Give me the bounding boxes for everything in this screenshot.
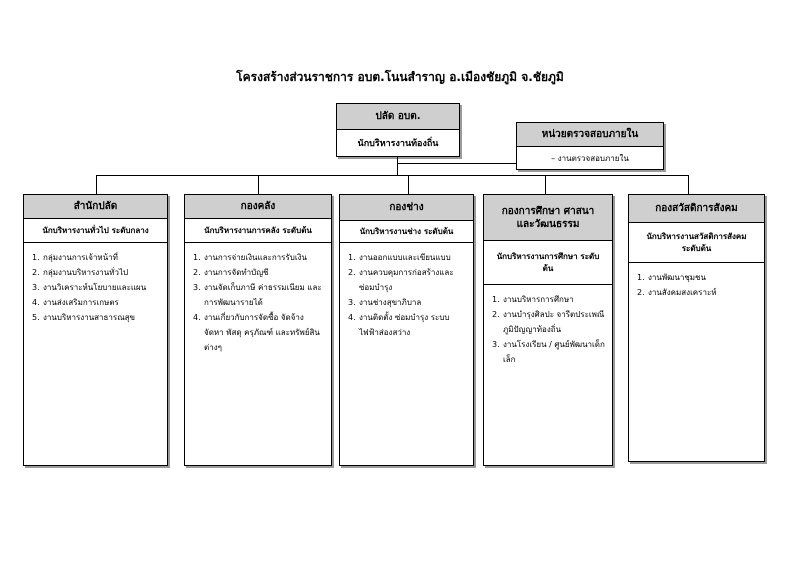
chief-admin-heading: ปลัด อบต.	[337, 104, 459, 130]
connector-vertical-top	[397, 157, 398, 175]
department-engineering: กองช่าง นักบริหารงานช่าง ระดับต้น 1.งานอ…	[339, 194, 474, 466]
department-heading: สำนักปลัด	[24, 195, 167, 219]
department-subtitle: นักบริหารงานทั่วไป ระดับกลาง	[24, 219, 167, 243]
list-item: 3.งานช่างสุขาภิบาล	[348, 298, 422, 307]
list-item: 2.งานควบคุมการก่อสร้างและซ่อมบำรุง	[348, 268, 454, 292]
list-item: 2.งานสังคมสงเคราะห์	[637, 288, 717, 297]
list-item: 4.งานติดตั้ง ซ่อมบำรุง ระบบไฟฟ้าส่องสว่า…	[348, 313, 450, 337]
list-item: 4.งานส่งเสริมการเกษตร	[32, 298, 119, 307]
department-office-of-chief: สำนักปลัด นักบริหารงานทั่วไป ระดับกลาง 1…	[23, 194, 168, 466]
department-task-list: 1.กลุ่มงานการเจ้าหน้าที่ 2.กลุ่มงานบริหา…	[24, 243, 167, 325]
connector-drop-5	[688, 175, 689, 194]
list-item: 4.งานเกี่ยวกับการจัดซื้อ จัดจ้าง จัดหา พ…	[193, 313, 320, 352]
list-item: 1.กลุ่มงานการเจ้าหน้าที่	[32, 253, 118, 262]
chief-admin-subtitle: นักบริหารงานท้องถิ่น	[357, 139, 439, 149]
list-item: 1.งานพัฒนาชุมชน	[637, 273, 706, 282]
department-task-list: 1.งานออกแบบและเขียนแบบ 2.งานควบคุมการก่อ…	[340, 243, 473, 340]
department-task-list: 1.งานการจ่ายเงินและการรับเงิน 2.งานการจั…	[185, 243, 331, 355]
list-item: 5.งานบริหารงานสาธารณสุข	[32, 313, 135, 322]
department-subtitle: นักบริหารงานการคลัง ระดับต้น	[185, 219, 331, 243]
department-subtitle: นักบริหารงานสวัสดิการสังคม ระดับต้น	[629, 223, 764, 263]
connector-drop-1	[96, 175, 97, 194]
internal-audit-heading: หน่วยตรวจสอบภายใน	[517, 123, 663, 147]
connector-drop-3	[408, 175, 409, 194]
internal-audit-box: หน่วยตรวจสอบภายใน – งานตรวจสอบภายใน	[516, 122, 664, 170]
department-heading: กองการศึกษา ศาสนา และวัฒนธรรม	[484, 195, 612, 241]
department-subtitle: นักบริหารงานการศึกษา ระดับต้น	[484, 241, 612, 285]
list-item: 2.งานการจัดทำบัญชี	[193, 268, 269, 277]
department-heading: กองสวัสดิการสังคม	[629, 195, 764, 223]
chief-admin-box: ปลัด อบต. นักบริหารงานท้องถิ่น	[336, 103, 460, 157]
department-finance: กองคลัง นักบริหารงานการคลัง ระดับต้น 1.ง…	[184, 194, 332, 466]
page-title: โครงสร้างส่วนราชการ อบต.โนนสำราญ อ.เมือง…	[236, 70, 564, 84]
list-item: 2.กลุ่มงานบริหารงานทั่วไป	[32, 268, 129, 277]
list-item: 1.งานบริหารการศึกษา	[492, 295, 574, 304]
list-item: 3.งานโรงเรียน / ศูนย์พัฒนาเด็กเล็ก	[492, 340, 605, 364]
department-social-welfare: กองสวัสดิการสังคม นักบริหารงานสวัสดิการส…	[628, 194, 765, 462]
connector-drop-2	[258, 175, 259, 194]
department-task-list: 1.งานบริหารการศึกษา 2.งานบำรุงศิลปะ จารี…	[484, 285, 612, 367]
department-heading: กองช่าง	[340, 195, 473, 221]
list-item: 1.งานออกแบบและเขียนแบบ	[348, 253, 451, 262]
department-education: กองการศึกษา ศาสนา และวัฒนธรรม นักบริหารง…	[483, 194, 613, 466]
internal-audit-item: – งานตรวจสอบภายใน	[551, 153, 629, 163]
list-item: 1.งานการจ่ายเงินและการรับเงิน	[193, 253, 307, 262]
connector-horizontal-bus	[96, 175, 688, 176]
department-heading: กองคลัง	[185, 195, 331, 219]
connector-drop-4	[545, 175, 546, 194]
department-task-list: 1.งานพัฒนาชุมชน 2.งานสังคมสงเคราะห์	[629, 263, 764, 300]
connector-to-audit	[397, 163, 516, 164]
list-item: 2.งานบำรุงศิลปะ จารีตประเพณี ภูมิปัญญาท้…	[492, 310, 605, 334]
department-subtitle: นักบริหารงานช่าง ระดับต้น	[340, 221, 473, 243]
list-item: 3.งานจัดเก็บภาษี ค่าธรรมเนียม และการพัฒน…	[193, 283, 322, 307]
list-item: 3.งานวิเคราะห์นโยบายและแผน	[32, 283, 147, 292]
